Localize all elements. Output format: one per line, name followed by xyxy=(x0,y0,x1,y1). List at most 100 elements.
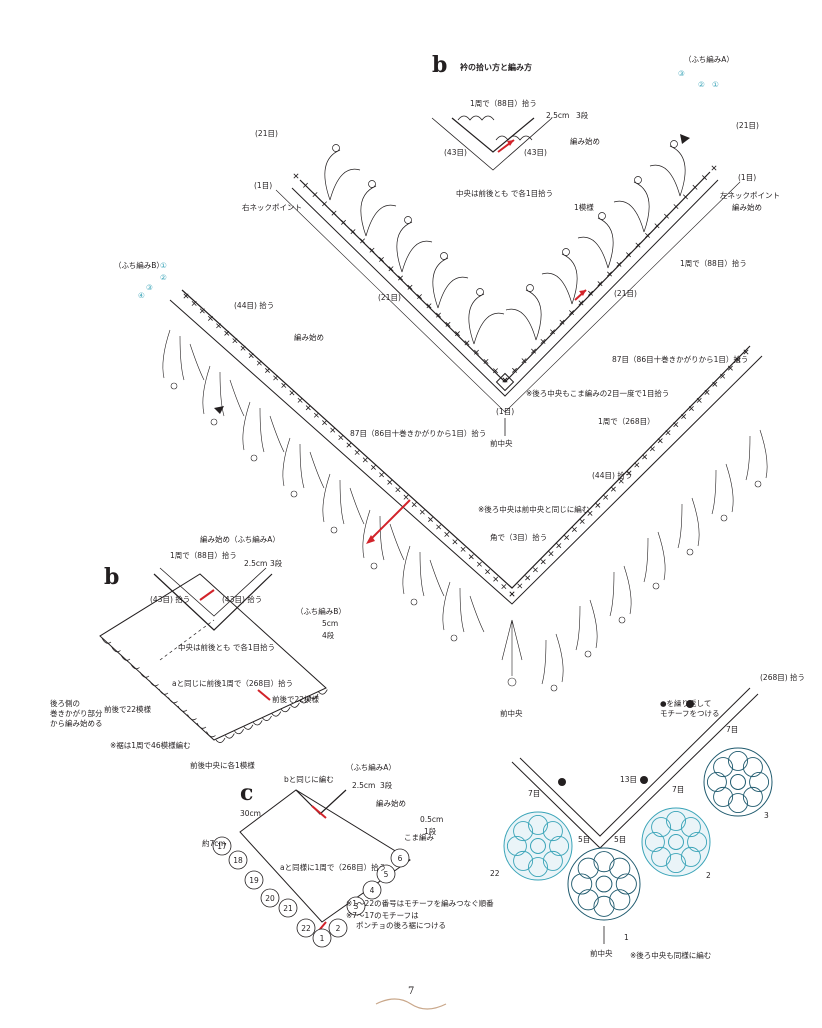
motif-circle xyxy=(212,836,232,856)
stitch-mark xyxy=(289,390,295,396)
stitch-mark xyxy=(550,329,555,335)
stitch-mark xyxy=(474,349,479,355)
stitch-mark xyxy=(428,517,433,522)
picot xyxy=(598,212,606,220)
picot xyxy=(720,514,728,522)
right-neck-point: 右ネックポイント xyxy=(242,202,302,212)
stitch-mark xyxy=(579,518,585,524)
top-front-center: 前中央 xyxy=(490,438,513,448)
flower-petal xyxy=(513,850,534,871)
stitch-mark xyxy=(444,531,450,537)
motif-row7-c: 7目 xyxy=(672,785,684,794)
fan-stitch xyxy=(541,633,564,685)
stitch-mark xyxy=(331,210,337,216)
motif-circle xyxy=(328,918,348,938)
pick-87-left: 87目（86目十巻きかがりから1目）拾う xyxy=(350,428,486,438)
motif-number: 5 xyxy=(384,870,389,879)
middle-label-44: (44目) 拾う xyxy=(234,300,274,310)
stitch-mark xyxy=(379,472,385,478)
stitch-mark xyxy=(407,284,413,290)
flower-petal xyxy=(513,821,534,842)
diagram-b-edging-b: （ふち編みB） xyxy=(296,606,346,616)
motif-3: 3 xyxy=(764,811,769,820)
stitch-mark xyxy=(588,290,593,296)
stitch-mark xyxy=(692,184,698,190)
fan-stitch xyxy=(432,257,469,309)
flower-petal xyxy=(506,836,527,856)
motif-circle xyxy=(362,880,382,900)
stitch-mark xyxy=(403,494,409,500)
pattern-1-label: 1模様 xyxy=(574,202,594,212)
picot xyxy=(634,176,642,184)
diagram-b-letter: b xyxy=(104,564,119,590)
inset-pick-label: 1周で（88目）拾う xyxy=(470,98,537,108)
stitch-mark xyxy=(502,377,508,383)
diagram-b-right43: (43目) 拾う xyxy=(222,594,262,604)
middle-collar-diagram xyxy=(162,289,768,692)
fan-stitch xyxy=(362,509,405,561)
picot xyxy=(290,490,298,498)
flower-petal xyxy=(666,810,686,831)
top-edging-a-label: （ふち編みA） xyxy=(684,54,734,64)
flower-petal xyxy=(571,873,593,895)
flower-petal xyxy=(577,889,599,911)
motif-circle xyxy=(312,928,332,948)
flower-petal xyxy=(666,853,686,874)
fan-stitch xyxy=(643,531,666,583)
stitch-mark xyxy=(735,357,741,363)
stitch-mark xyxy=(281,382,287,388)
stitch-mark xyxy=(350,229,356,235)
picot xyxy=(584,650,592,658)
flower-center xyxy=(730,774,746,790)
center-note: ※後ろ中央もこま編みの2目一度で1目拾う xyxy=(526,388,669,398)
motif-number: 20 xyxy=(265,894,275,903)
picot xyxy=(368,180,376,188)
stitch-mark xyxy=(720,373,726,379)
inset-center-note: 中央は前後とも で各1目拾う xyxy=(456,188,553,198)
stitch-mark xyxy=(419,509,425,515)
stitch-mark xyxy=(248,353,254,359)
picot xyxy=(618,616,626,624)
diagram-b-same-as-a: aと同じに前後1周で（268目）拾う xyxy=(172,678,293,688)
motif-1: 1 xyxy=(624,933,629,942)
stitch-mark xyxy=(313,412,319,418)
stitch-mark xyxy=(369,247,375,253)
stitch-mark xyxy=(411,502,417,508)
section-letter-b: b xyxy=(432,52,447,78)
picot xyxy=(170,382,178,390)
fan-stitch xyxy=(202,365,245,417)
motif-circle xyxy=(346,896,366,916)
page-number: 7 xyxy=(408,986,414,997)
motif-row5-b: 5目 xyxy=(614,835,626,844)
inset-top-diagram xyxy=(431,115,553,171)
picot xyxy=(562,248,570,256)
flower-petal xyxy=(713,786,734,807)
flower-petal xyxy=(542,821,563,842)
stitch-mark xyxy=(683,194,688,200)
picot xyxy=(526,284,534,292)
stitch-mark xyxy=(603,494,609,500)
motif-circle xyxy=(278,898,298,918)
picot xyxy=(550,684,558,692)
fan-stitch xyxy=(613,181,650,233)
fan-stitch xyxy=(242,401,285,453)
label-21-bottom-right: (21目) xyxy=(614,289,637,298)
stitch-mark xyxy=(654,223,660,229)
stitch-mark xyxy=(673,204,679,210)
flower-petal xyxy=(749,772,770,792)
stitch-mark xyxy=(240,345,246,351)
diagram-c-edging-a: （ふち編みA） xyxy=(346,762,396,772)
stitch-mark xyxy=(645,232,650,238)
center-fan xyxy=(501,619,523,676)
stitch-mark xyxy=(634,462,640,468)
diagram-b-left-note-3: から編み始める xyxy=(50,718,103,728)
stitch-mark xyxy=(346,442,352,448)
fan-stitch xyxy=(282,437,325,489)
diagram-b-left43: (43目) 拾う xyxy=(150,594,190,604)
flower-petal xyxy=(577,857,599,879)
flower-petal xyxy=(687,832,708,852)
motif-row7-b: 7目 xyxy=(528,789,540,798)
flower-motif xyxy=(567,847,641,921)
stitch-mark xyxy=(460,546,466,552)
fan-stitch xyxy=(468,293,505,345)
